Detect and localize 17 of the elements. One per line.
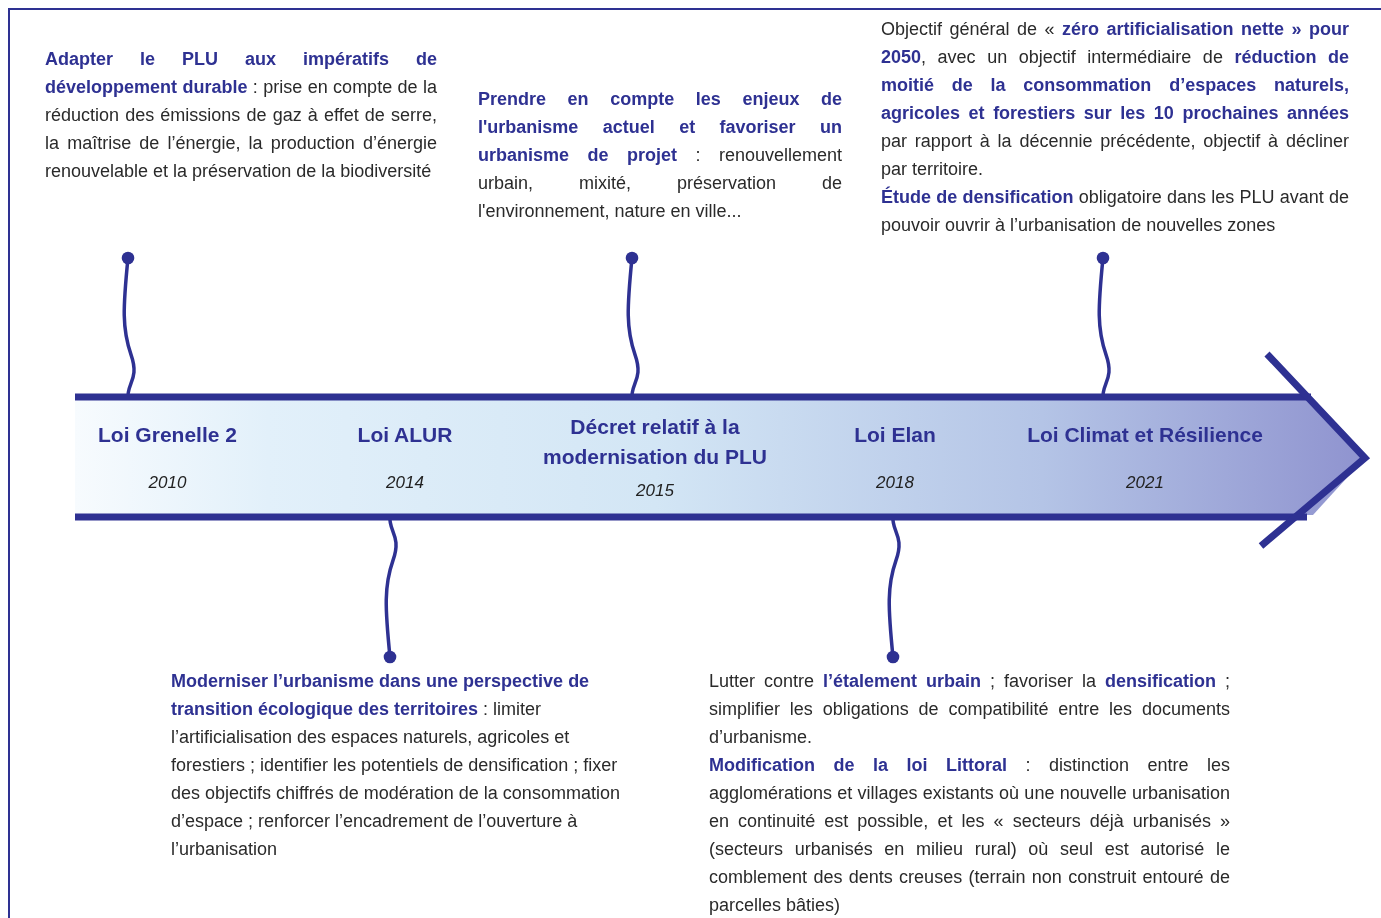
law-name: Loi ALUR (357, 421, 453, 448)
law-name: Décret relatif à la modernisation du PLU (542, 414, 768, 471)
year-label: 2018 (876, 473, 914, 494)
year-label: 2014 (386, 473, 424, 494)
description-paragraph: Modification de la loi Littoral : distinction entre les agglomérations et villages existants où une nouvelle urbanisation en continuité est possible, et les « secteurs déjà urbanisés » (secteurs urbanisés en milieu rural) où seul est autorisé le comblement des dents creuses (terrain non construit entouré de parcelles bâties) (709, 754, 1230, 917)
description-paragraph: Objectif général de « zéro artificialisation nette » pour 2050, avec un objectif intermédiaire de réduction de moitié de la consommation d’espaces naturels, agricoles et forestiers sur les 10 prochaines années par rapport à la décennie précédente, objectif à décliner par territoire. (881, 18, 1349, 181)
year-label: 2021 (1126, 473, 1164, 494)
year-label: 2015 (636, 480, 674, 501)
description-paragraph: Adapter le PLU aux impératifs de développement durable : prise en compte de la réduction des émissions de gaz à effet de serre, la maîtrise de l’énergie, la production d’énergie renouvelable et la préservation de la biodiversité (45, 48, 437, 183)
law-name: Loi Elan (854, 421, 936, 448)
law-name: Loi Grenelle 2 (98, 421, 237, 448)
year-label: 2010 (148, 473, 187, 494)
description-paragraph: Moderniser l’urbanisme dans une perspective de transition écologique des territoires : limiter l’artificialisation des espaces naturels, agricoles et forestiers ; identifier les potentiels de densification ; fixer des objectifs chiffrés de modération de la consommation d’espace ; renforcer l’encadrement de l’ouverture à l’urbanisation (171, 670, 621, 861)
description-paragraph: Lutter contre l’étalement urbain ; favoriser la densification ; simplifier les obligations de compatibilité entre les documents d’urbanisme. (709, 670, 1230, 749)
description-paragraph: Prendre en compte les enjeux de l'urbanisme actuel et favoriser un urbanisme de projet : renouvellement urbain, mixité, préservation de l'environnement, nature en ville... (478, 88, 842, 223)
description-paragraph: Étude de densification obligatoire dans les PLU avant de pouvoir ouvrir à l’urbanisation de nouvelles zones (881, 185, 1349, 237)
law-name: Loi Climat et Résilience (1027, 421, 1263, 448)
